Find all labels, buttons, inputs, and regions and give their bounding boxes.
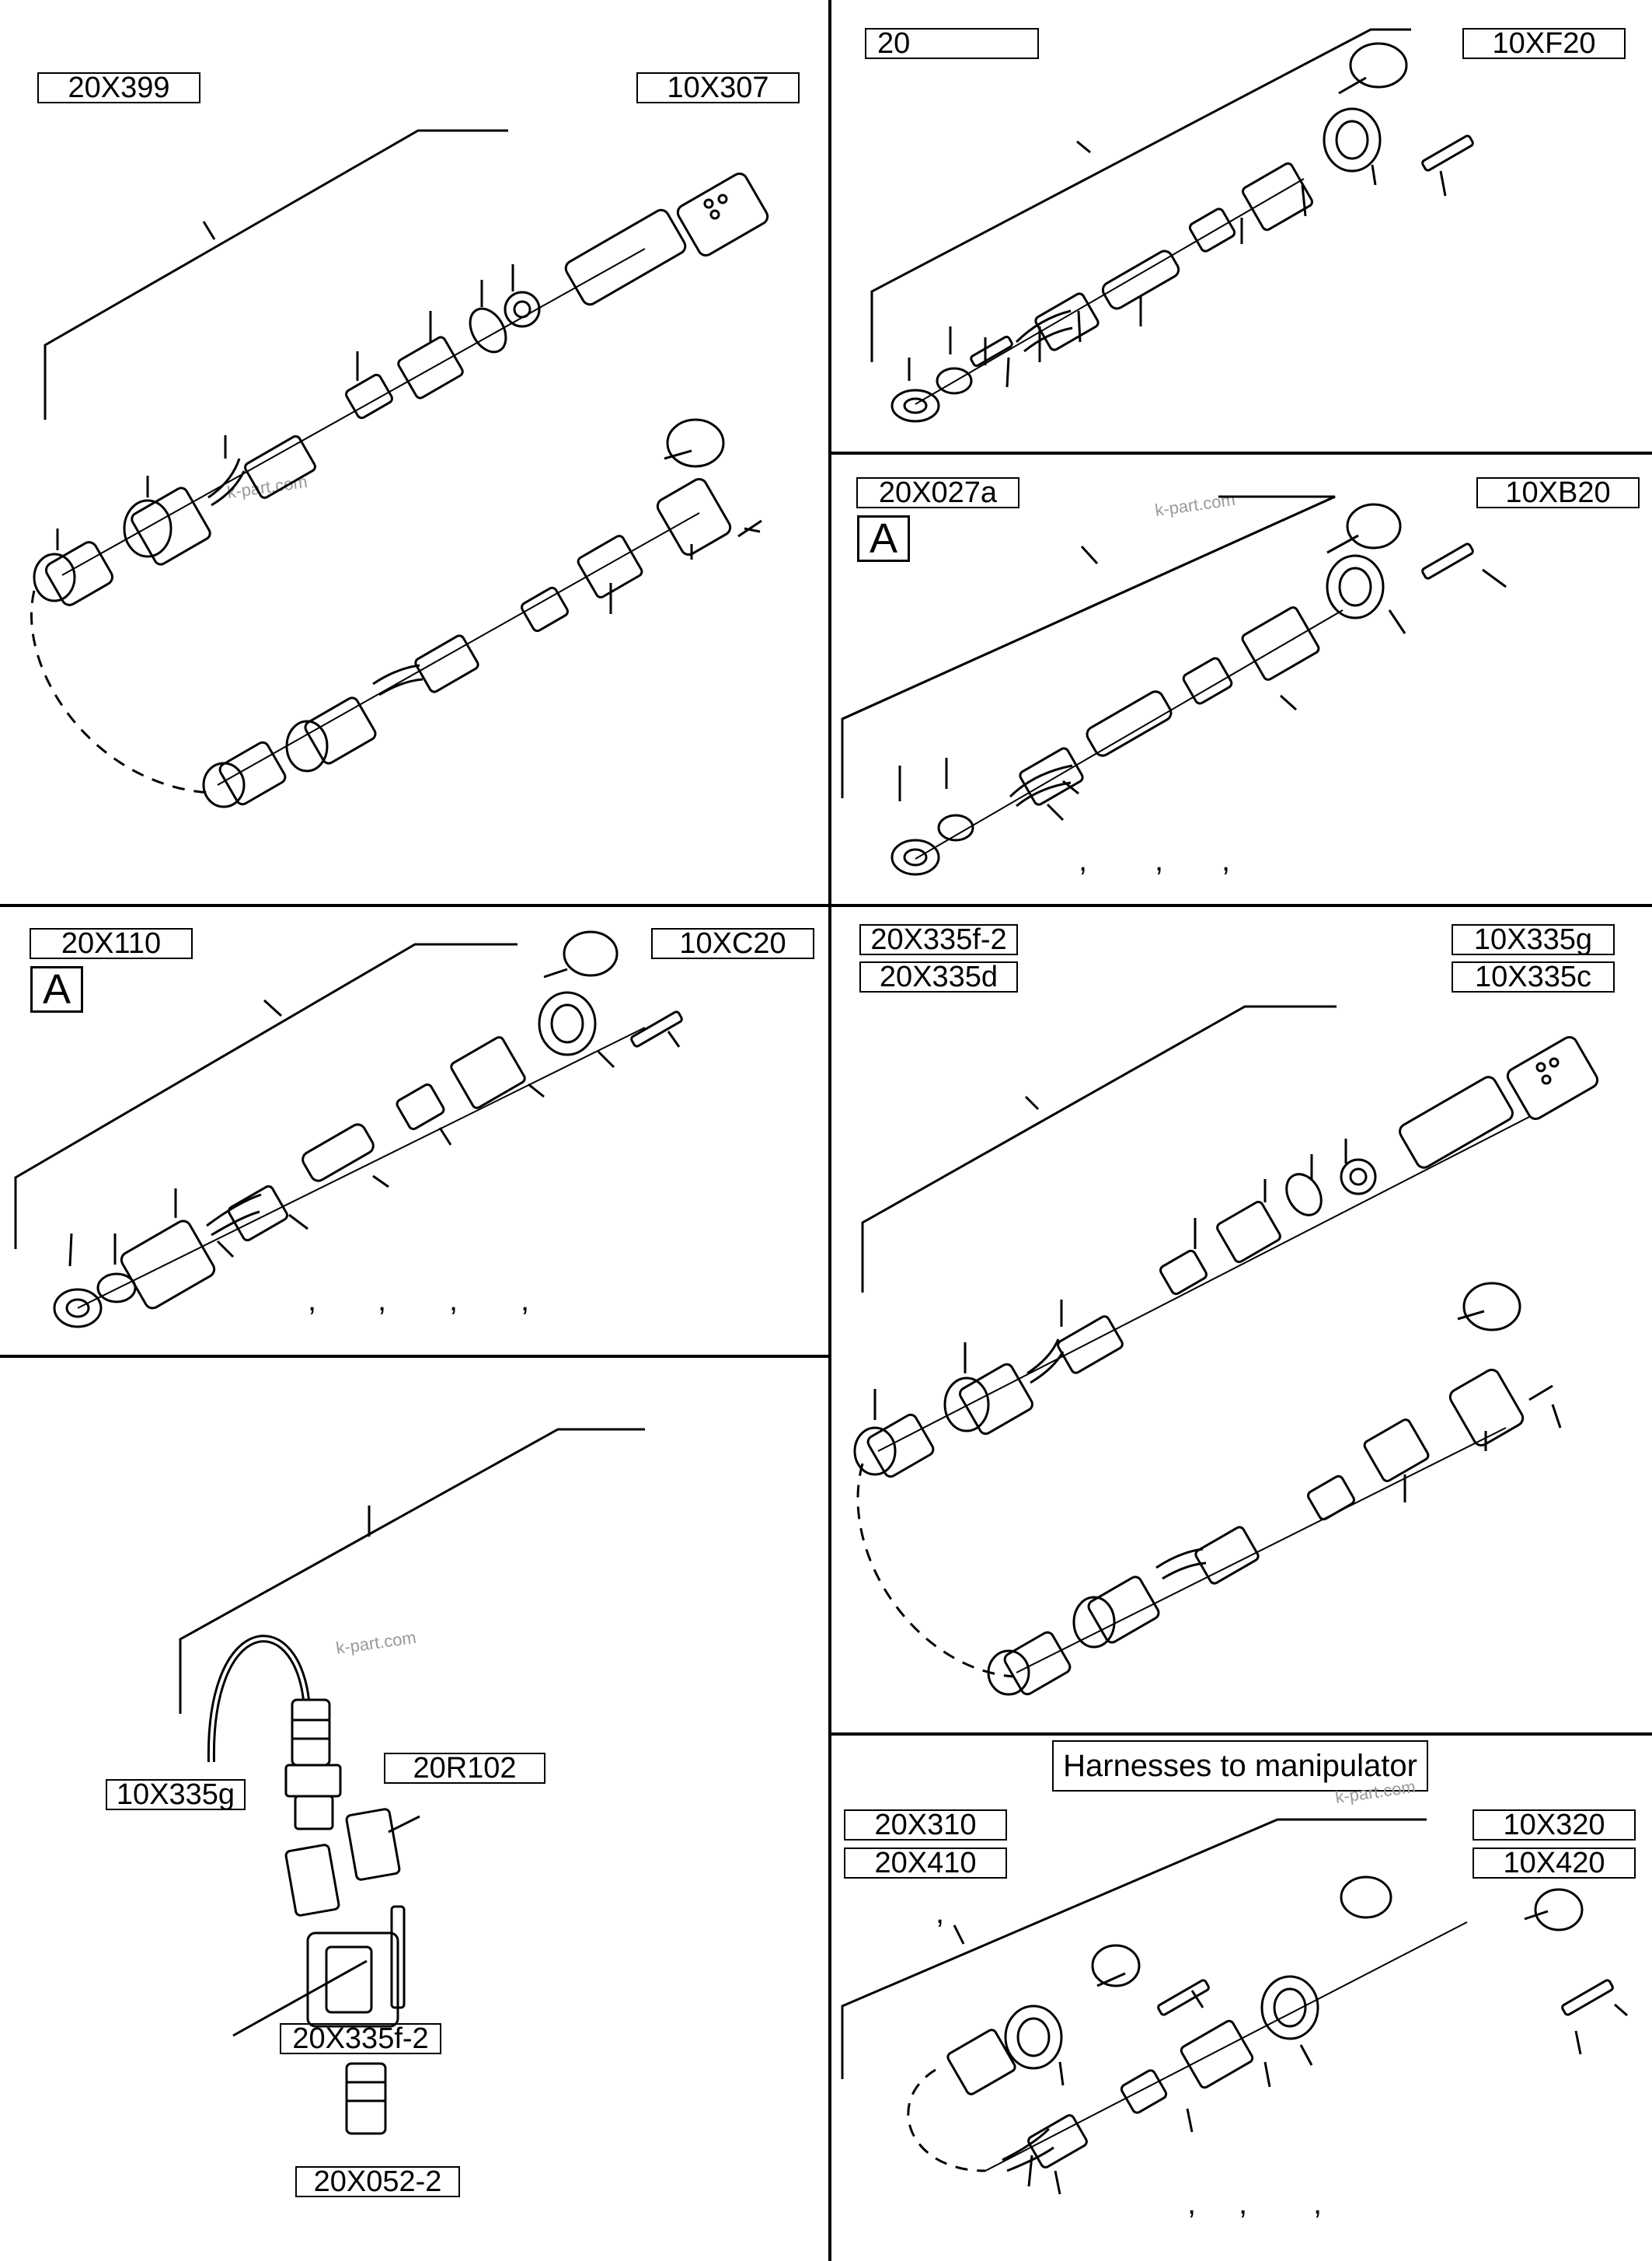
- separator-comma: ,: [936, 1896, 945, 1930]
- part-label-20R102: 20R102: [384, 1753, 545, 1784]
- part-label-right: 10XC20: [651, 928, 814, 959]
- exploded-connector-drawing: [853, 1005, 1599, 1696]
- section-marker-a: A: [30, 966, 83, 1013]
- part-label-right: 10XB20: [1476, 477, 1640, 508]
- part-label-left: 20X399: [37, 72, 200, 103]
- panel-20X110: 20X110 A 10XC20 , , , ,: [0, 907, 828, 1355]
- panel-title: Harnesses to manipulator: [1052, 1740, 1428, 1792]
- part-label-sensor: 10X335g: [106, 1779, 246, 1810]
- section-marker-a: A: [857, 515, 910, 562]
- divider-h-left-2: [0, 1355, 830, 1358]
- separator-comma: ,: [378, 1283, 387, 1317]
- separator-comma: ,: [521, 1283, 530, 1317]
- panel-sensor-harness: k-part.com 10X335g 20R102 20X335f-2 20X0…: [0, 1358, 828, 2261]
- panel-20X027a: 20X027a A 10XB20 k-part.com , , ,: [830, 455, 1652, 904]
- part-label-left-1: 20X310: [844, 1809, 1007, 1841]
- part-label-left-1: 20X335f-2: [859, 924, 1018, 955]
- separator-comma: ,: [1313, 2186, 1323, 2221]
- exploded-connector-drawing: [14, 930, 683, 1328]
- part-label-right-2: 10X420: [1473, 1848, 1636, 1879]
- part-label-left-2: 20X335d: [859, 961, 1018, 993]
- sensor-assembly-drawing: [179, 1428, 645, 2135]
- separator-comma: ,: [1079, 843, 1088, 878]
- divider-h-right-1: [830, 452, 1652, 455]
- part-label-left: 20X027a: [856, 477, 1019, 508]
- part-label-right-2: 10X335c: [1452, 961, 1615, 993]
- separator-comma: ,: [308, 1283, 317, 1317]
- separator-comma: ,: [449, 1283, 458, 1317]
- divider-vertical: [828, 0, 831, 2261]
- separator-comma: ,: [1239, 2186, 1248, 2221]
- panel-20X399: 20X399 10X307 k-part.com: [0, 0, 828, 904]
- divider-h-full-1: [0, 904, 1652, 907]
- panel-20X335f-2: 20X335f-2 20X335d 10X335g 10X335c: [830, 907, 1652, 1732]
- part-label-left: 20X110: [30, 928, 193, 959]
- part-label-bottom: 20X052-2: [295, 2166, 460, 2197]
- divider-h-right-2: [830, 1732, 1652, 1736]
- exploded-connector-drawing: [30, 129, 769, 808]
- harness-connector-drawing: [841, 1818, 1628, 2195]
- separator-comma: ,: [1222, 843, 1231, 878]
- panel-harnesses-to-manipulator: Harnesses to manipulator k-part.com 20X3…: [830, 1736, 1652, 2261]
- exploded-connector-drawing: [870, 28, 1474, 423]
- part-label-left: 20: [865, 28, 1039, 59]
- separator-comma: ,: [1155, 843, 1164, 878]
- part-label-right: 10X307: [636, 72, 800, 103]
- part-label-right-1: 10X335g: [1452, 924, 1615, 955]
- exploded-connector-drawing: [841, 495, 1507, 876]
- part-label-right-1: 10X320: [1473, 1809, 1636, 1841]
- separator-comma: ,: [1187, 2186, 1197, 2221]
- part-label-connector: 20X335f-2: [280, 2023, 441, 2054]
- part-label-left-2: 20X410: [844, 1848, 1007, 1879]
- panel-20: 20 10XF20: [830, 0, 1652, 452]
- part-label-right: 10XF20: [1462, 28, 1626, 59]
